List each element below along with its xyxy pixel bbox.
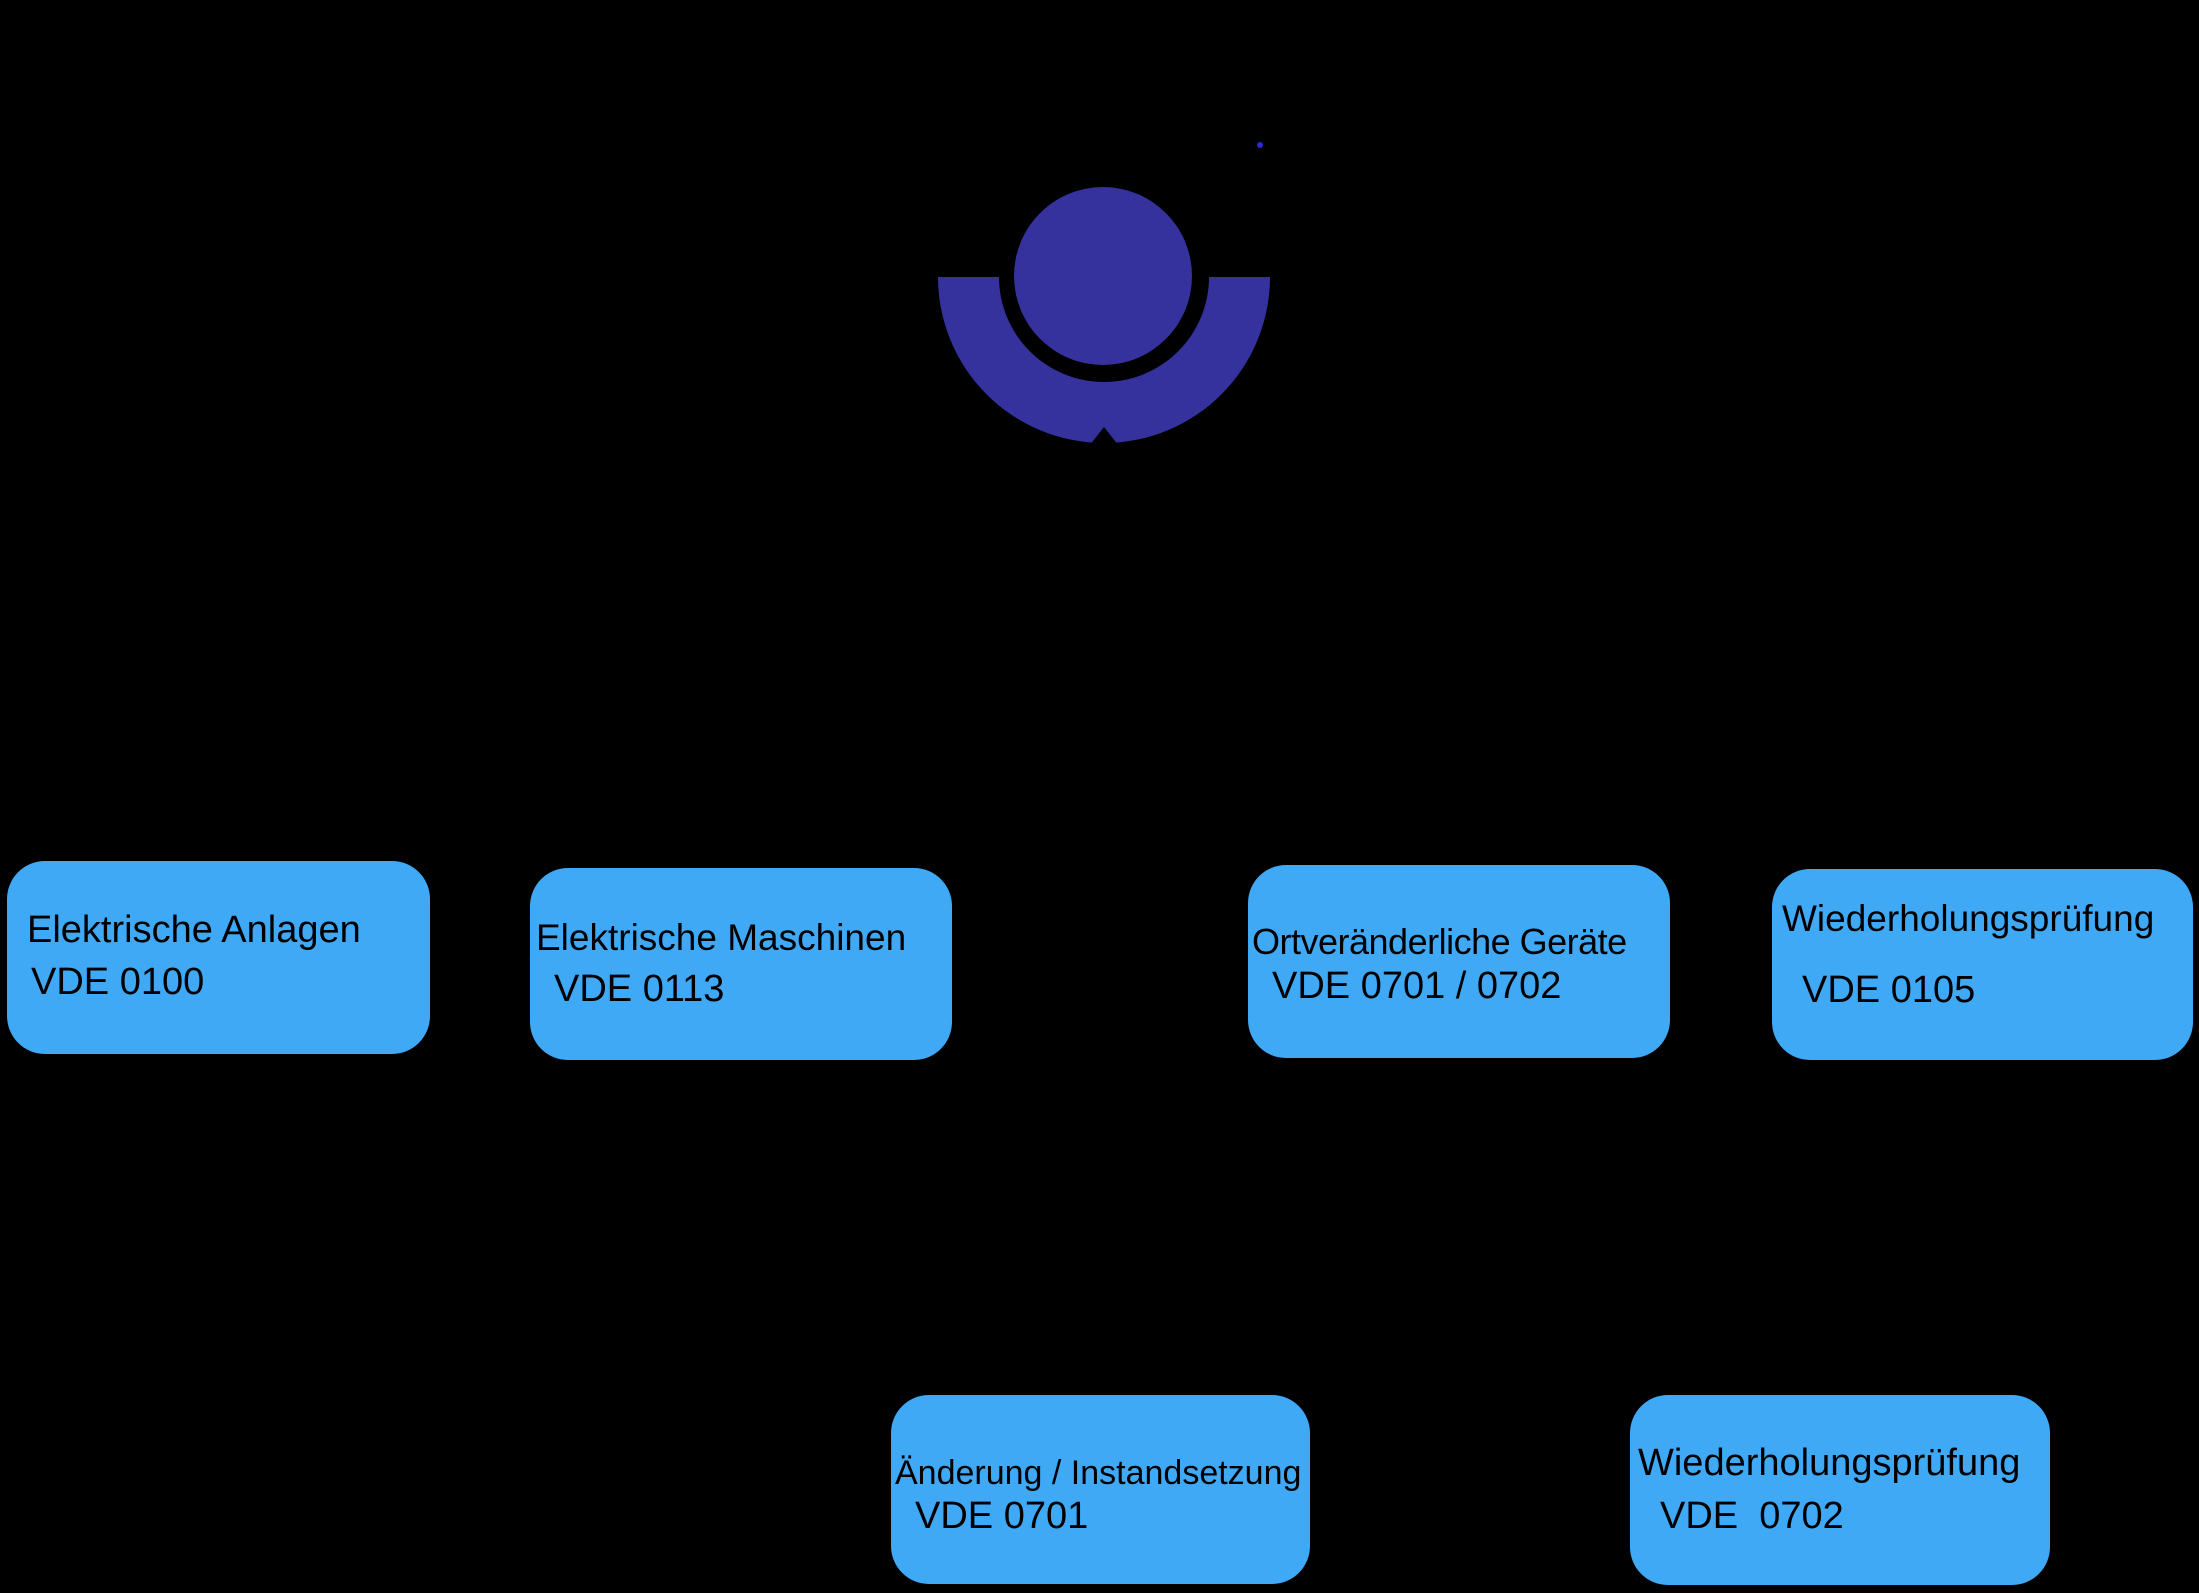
logo-speck [1257,142,1263,148]
caption-line: Elektrische Anlagen [1782,742,2107,784]
box-caption: Wiederholungsprüfung [1630,1353,2050,1573]
heading-line: VDE 0701 [915,1494,1089,1537]
box-heading: VDE 0701 [891,1395,1310,1593]
caption-line: Wiederholungsprüfung [1782,897,2155,939]
heading-line: VDE 0100 [31,960,205,1003]
box-heading: VDE 0113 (EN 60204-1) [530,868,952,1226]
box-caption: Elektrische Anlagen [7,820,430,1040]
standard-box-vde-0100: VDE 0100 (EN 61557) Elektrische Anlagen [7,861,430,1132]
standard-box-vde-0701-0702: VDE 0701 / 0702 Ortveränderliche Geräte [1248,865,1670,1058]
box-heading: VDE 0702 [1630,1395,2050,1593]
caption-line: Wiederholungsprüfung [1638,1441,2021,1484]
box-caption: Elektrische Maschinen [530,831,952,1046]
caption-line: Ortveränderliche Geräte [1252,920,1627,962]
heading-line: VDE 0105 [1802,968,1976,1011]
heading-line: VDE 0701 / 0702 [1272,964,1562,1007]
standard-box-vde-0105: VDE 0105 Elektrische Anlagen Wiederholun… [1772,742,2193,1060]
box-caption: Änderung / Instandsetzung [891,1375,1310,1572]
logo-arc [938,277,1270,443]
berufsgenossenschaft-logo-icon [938,142,1270,446]
standard-box-vde-0702: VDE 0702 Wiederholungsprüfung [1630,1395,2050,1585]
caption-line: Änderung / Instandsetzung [895,1453,1302,1492]
box-heading: VDE 0100 (EN 61557) [7,861,430,1219]
heading-line: VDE 0113 [554,967,725,1010]
logo-head-circle [1014,187,1192,365]
heading-line: (EN 61557) [31,1089,226,1132]
heading-line: VDE 0702 [1660,1494,1844,1537]
box-caption: Ortveränderliche Geräte [1248,837,1670,1046]
box-heading: VDE 0701 / 0702 [1248,865,1670,1094]
caption-line: Elektrische Anlagen [27,908,361,951]
standard-box-vde-0701: VDE 0701 Änderung / Instandsetzung [891,1395,1310,1584]
heading-line: (EN 60204-1) [554,1096,783,1139]
logo-notch [1089,427,1119,446]
standard-box-vde-0113: VDE 0113 (EN 60204-1) Elektrische Maschi… [530,868,952,1139]
box-caption: Elektrische Anlagen Wiederholungsprüfung [1772,634,2193,1048]
caption-line: Elektrische Maschinen [536,917,907,959]
box-heading: VDE 0105 [1772,869,2193,1098]
